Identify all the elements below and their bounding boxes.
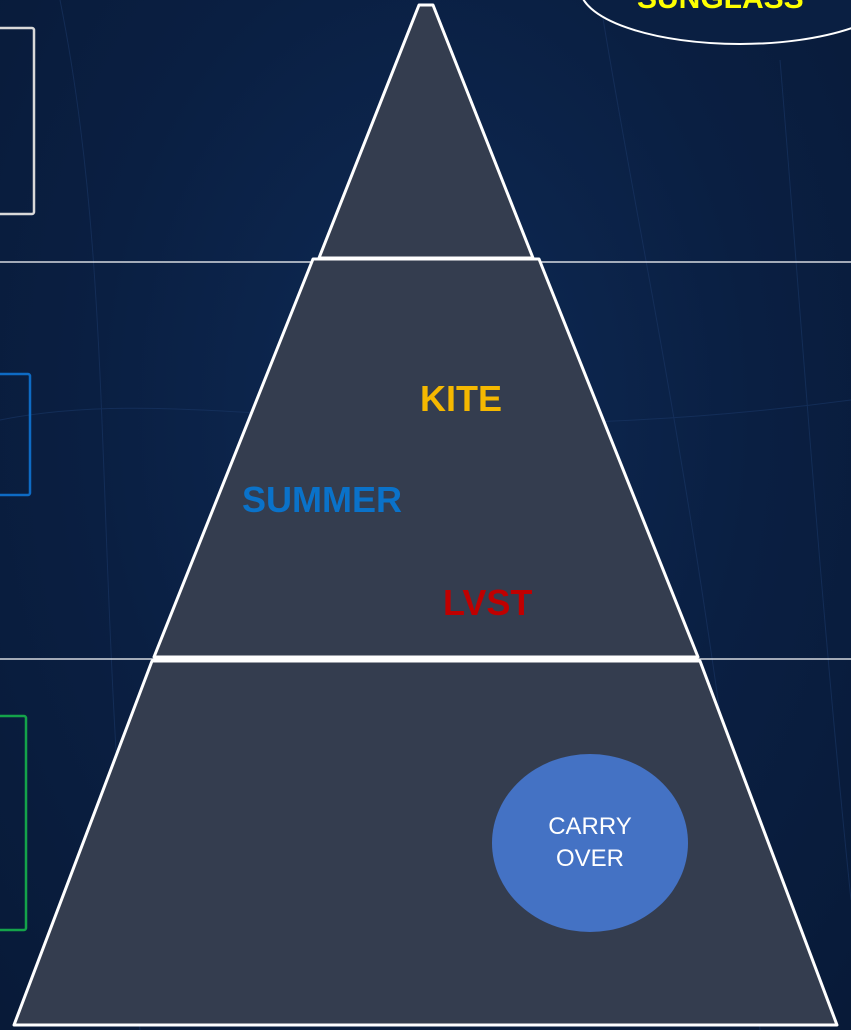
pyramid-tier-middle	[152, 257, 700, 659]
pyramid-tier-bottom	[12, 659, 839, 1027]
label-lvst: LVST	[443, 582, 533, 623]
carry-over-label: CARRY OVER	[492, 754, 688, 932]
carry-over-line-1: CARRY	[548, 812, 632, 840]
label-kite: KITE	[420, 378, 503, 419]
tier-box-middle	[0, 372, 32, 497]
pyramid-tier-top	[317, 3, 535, 260]
tier-box-bottom	[0, 714, 28, 932]
tier-box-top	[0, 26, 36, 216]
carry-over-circle	[492, 754, 688, 932]
callout-ellipse	[582, 0, 851, 45]
carry-over-line-2: OVER	[555, 845, 624, 872]
label-summer: SUMMER	[242, 479, 402, 520]
callout-text: SUNGLASS	[637, 0, 804, 14]
